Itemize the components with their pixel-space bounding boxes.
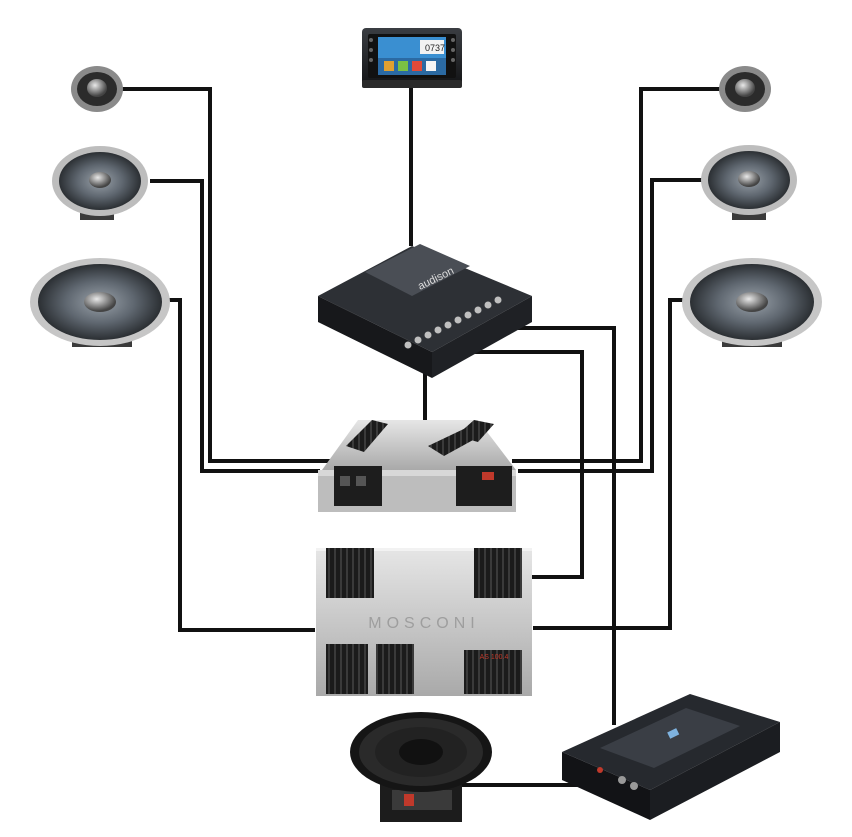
wire-right-tweeter bbox=[512, 87, 722, 463]
right-midrange bbox=[701, 145, 797, 220]
dsp-processor: audison bbox=[318, 244, 532, 378]
wire-right-midrange bbox=[518, 178, 706, 473]
wire-right-woofer bbox=[533, 298, 687, 630]
left-woofer bbox=[30, 258, 170, 347]
amplifier-main: MOSCONI AS 100.4 bbox=[316, 548, 532, 696]
wiring bbox=[122, 87, 722, 787]
processor-connectors bbox=[404, 296, 502, 349]
left-midrange bbox=[52, 146, 148, 220]
clock-right: 37 bbox=[435, 43, 445, 53]
wire-processor-amp-main bbox=[455, 350, 584, 579]
head-unit: 07 37 bbox=[362, 28, 462, 88]
wire-left-tweeter bbox=[122, 87, 330, 463]
right-woofer bbox=[682, 258, 822, 347]
wire-left-midrange bbox=[150, 179, 320, 473]
amplifier-small bbox=[318, 420, 516, 512]
amp-main-brand: MOSCONI bbox=[368, 615, 479, 632]
amp-main-model: AS 100.4 bbox=[480, 654, 509, 661]
right-tweeter bbox=[719, 66, 771, 112]
subwoofer bbox=[350, 712, 492, 822]
clock-left: 07 bbox=[425, 43, 435, 53]
left-tweeter bbox=[71, 66, 123, 112]
wire-processor-amp-sub bbox=[518, 326, 616, 725]
wire-left-woofer bbox=[165, 298, 315, 632]
amplifier-sub bbox=[562, 694, 780, 820]
